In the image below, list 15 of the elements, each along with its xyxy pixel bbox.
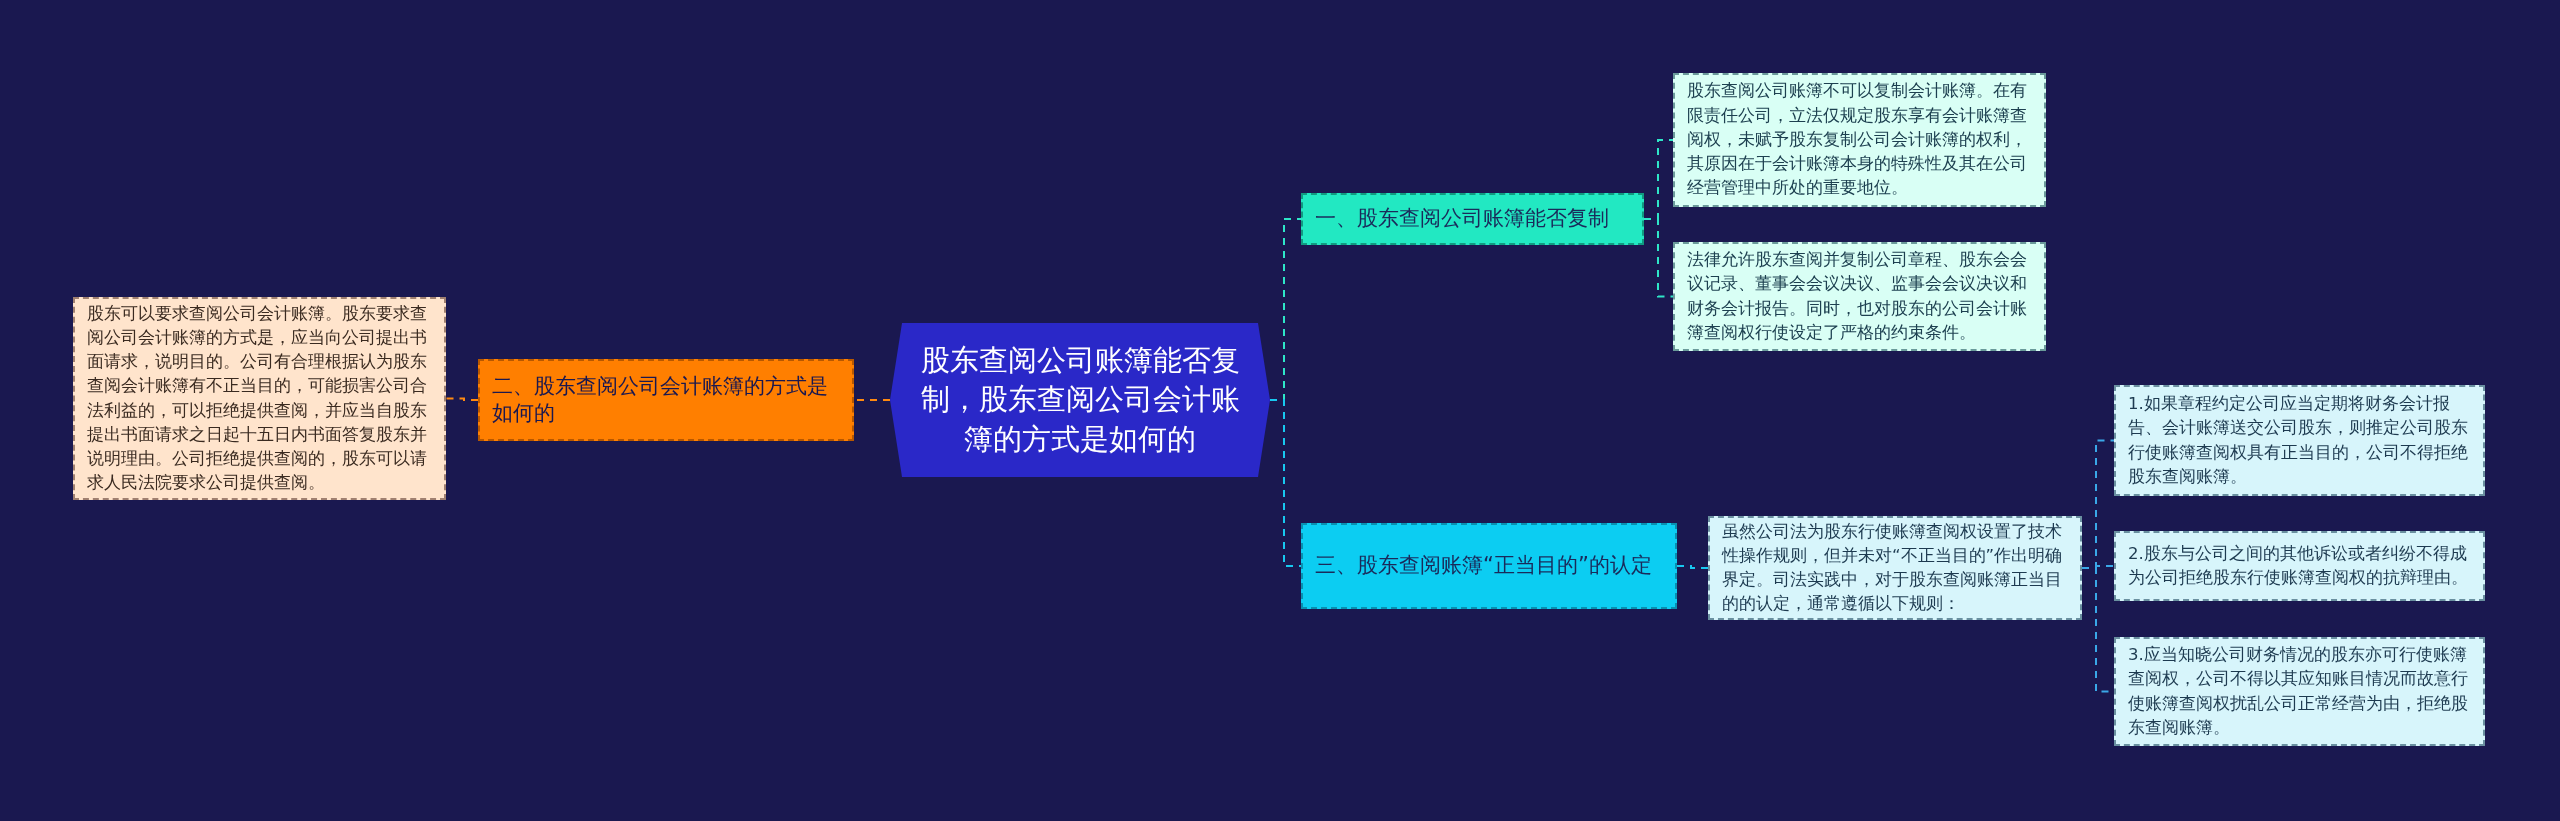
- text-card: 股东可以要求查阅公司会计账簿。股东要求查阅公司会计账簿的方式是，应当向公司提出书面请求，说明目的。公司有合理根据认为股东查阅会计账簿有不正当目的，可能损害公司合法利益的，可以拒绝提供查阅，并应当自股东提出书面请求之日起十五日内书面答复股东并说明理由。公司拒绝提供查阅的，股东可以请求人民法院要求公司提供查阅。: [73, 297, 446, 500]
- connector-line: [445, 397, 479, 401]
- text-card: 虽然公司法为股东行使账簿查阅权设置了技术性操作规则，但并未对“不正当目的”作出明确界定。司法实践中，对于股东查阅账簿正当目的的认定，通常遵循以下规则：: [1708, 516, 2082, 620]
- branch-box: 三、股东查阅账簿“正当目的”的认定: [1301, 523, 1677, 609]
- connector-line: [1676, 565, 1709, 569]
- connector-line: [1643, 218, 1674, 298]
- central-topic: 股东查阅公司账簿能否复制，股东查阅公司会计账簿的方式是如何的: [890, 323, 1270, 477]
- branch-box: 二、股东查阅公司会计账簿的方式是如何的: [478, 359, 854, 441]
- text-card: 2.股东与公司之间的其他诉讼或者纠纷不得成为公司拒绝股东行使账簿查阅权的抗辩理由。: [2114, 531, 2485, 601]
- text-card: 3.应当知晓公司财务情况的股东亦可行使账簿查阅权，公司不得以其应知账目情况而故意行使账簿查阅权扰乱公司正常经营为由，拒绝股东查阅账簿。: [2114, 637, 2485, 746]
- connector-line: [1269, 399, 1302, 567]
- text-card: 股东查阅公司账簿不可以复制会计账簿。在有限责任公司，立法仅规定股东享有会计账簿查阅权，未赋予股东复制公司会计账簿的权利，其原因在于会计账簿本身的特殊性及其在公司经营管理中所处的重要地位。: [1673, 73, 2046, 207]
- text-card: 1.如果章程约定公司应当定期将财务会计报告、会计账簿送交公司股东，则推定公司股东行使账簿查阅权具有正当目的，公司不得拒绝股东查阅账簿。: [2114, 385, 2485, 496]
- branch-box: 一、股东查阅公司账簿能否复制: [1301, 193, 1644, 245]
- text-card: 法律允许股东查阅并复制公司章程、股东会会议记录、董事会会议决议、监事会会议决议和财务会计报告。同时，也对股东的公司会计账簿查阅权行使设定了严格的约束条件。: [1673, 242, 2046, 351]
